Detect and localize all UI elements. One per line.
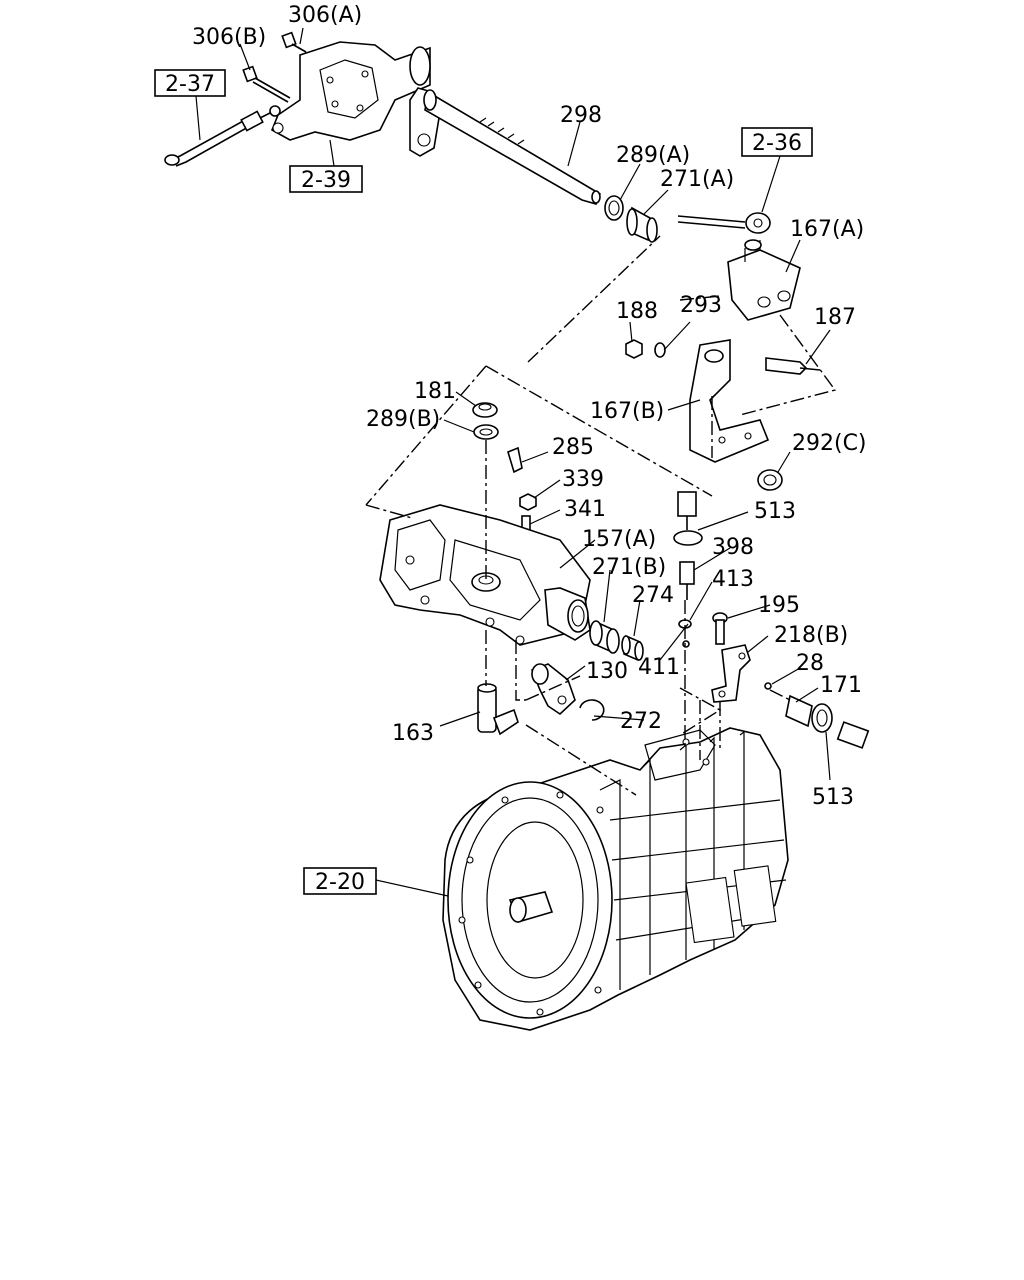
callout-187: 187 <box>814 305 856 330</box>
callout-413: 413 <box>712 567 754 592</box>
shift-cable-assembly <box>164 105 281 167</box>
callout-218b: 218(B) <box>774 623 848 648</box>
shift-cover-157a <box>379 504 591 646</box>
nut-188 <box>625 339 643 359</box>
callout-271a: 271(A) <box>660 167 734 192</box>
reference-label: 2-39 <box>301 168 351 193</box>
reference-box-2-37: 2-37 <box>154 69 226 97</box>
reference-label: 2-20 <box>315 870 365 895</box>
control-cover-housing <box>270 41 431 141</box>
switch-171 <box>785 694 833 733</box>
bolt-187 <box>765 357 821 375</box>
nut-292c <box>757 469 783 491</box>
reference-label: 2-37 <box>165 72 215 97</box>
callout-293: 293 <box>680 293 722 318</box>
switch-398 <box>679 561 695 600</box>
shaft-163 <box>477 683 519 736</box>
callout-306a: 306(A) <box>288 3 362 28</box>
callout-274: 274 <box>632 583 674 608</box>
assembly-lines <box>365 235 837 796</box>
callout-171: 171 <box>820 673 862 698</box>
oil-seal-289a <box>604 195 624 221</box>
switch-513-upper <box>673 491 703 546</box>
bracket-218b <box>711 644 751 703</box>
callout-272: 272 <box>620 709 662 734</box>
bracket-167a <box>727 239 801 321</box>
callout-513-lower: 513 <box>812 785 854 810</box>
switch-513-lower <box>836 721 870 749</box>
callout-167b: 167(B) <box>590 399 664 424</box>
ball-28 <box>764 682 772 690</box>
control-rod <box>677 212 771 234</box>
callout-306b: 306(B) <box>192 25 266 50</box>
shift-shaft <box>409 87 601 205</box>
bolt-195 <box>712 612 728 645</box>
oil-seal-289b <box>473 424 499 440</box>
callout-285: 285 <box>552 435 594 460</box>
callout-130: 130 <box>586 659 628 684</box>
callout-157a: 157(A) <box>582 527 656 552</box>
callout-188: 188 <box>616 299 658 324</box>
snap-ring-272 <box>579 699 605 721</box>
callout-195: 195 <box>758 593 800 618</box>
callout-labels: 306(A) 306(B) 298 289(A) 271(A) 167(A) 1… <box>192 3 867 810</box>
callout-167a: 167(A) <box>790 217 864 242</box>
callout-289a: 289(A) <box>616 143 690 168</box>
bushing-274 <box>621 634 644 662</box>
reference-box-2-36: 2-36 <box>741 127 813 157</box>
bushing-271b <box>589 620 620 654</box>
callout-298: 298 <box>560 103 602 128</box>
callout-398: 398 <box>712 535 754 560</box>
nut-339 <box>519 493 537 511</box>
collar-181 <box>472 402 498 418</box>
reference-label: 2-36 <box>752 131 802 156</box>
lever-130 <box>530 663 576 716</box>
callout-181: 181 <box>414 379 456 404</box>
callout-341: 341 <box>564 497 606 522</box>
breather-285 <box>507 446 523 474</box>
callout-163: 163 <box>392 721 434 746</box>
callout-289b: 289(B) <box>366 407 440 432</box>
callout-271b: 271(B) <box>592 555 666 580</box>
callout-411: 411 <box>638 655 680 680</box>
callout-292c: 292(C) <box>792 431 867 456</box>
reference-box-2-39: 2-39 <box>289 165 363 193</box>
washer-293 <box>654 342 666 358</box>
callout-339: 339 <box>562 467 604 492</box>
bushing-271a <box>626 206 658 243</box>
callout-513-upper: 513 <box>754 499 796 524</box>
reference-box-2-20: 2-20 <box>303 867 377 895</box>
bolt-306a <box>281 31 307 53</box>
leader-lines <box>195 27 831 897</box>
ball-413 <box>682 640 690 648</box>
bracket-167b <box>689 339 770 463</box>
callout-28: 28 <box>796 651 824 676</box>
transmission-case <box>442 727 789 1031</box>
bolt-306b <box>242 65 291 103</box>
